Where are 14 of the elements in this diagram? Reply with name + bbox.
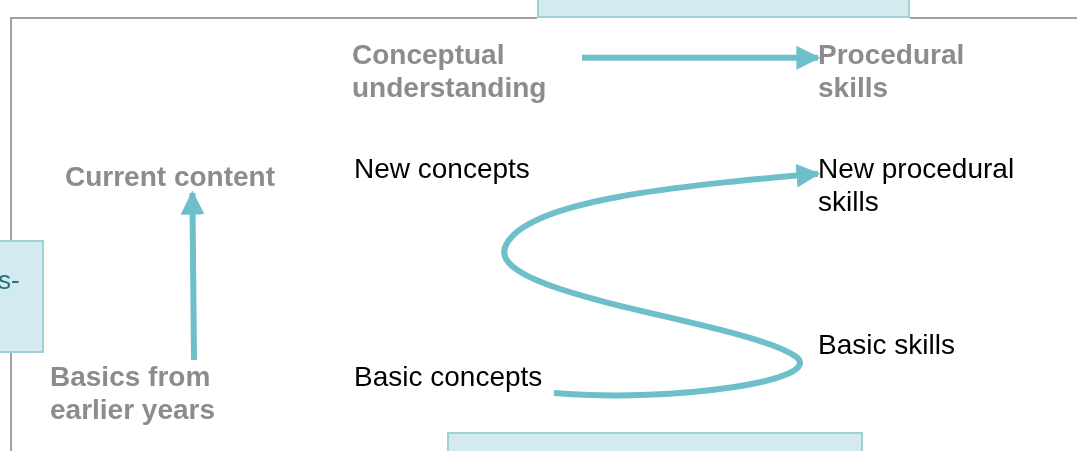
arrow (502, 163, 821, 399)
heading-text: Conceptual understanding (352, 38, 582, 104)
heading-text: Procedural skills (818, 38, 1018, 104)
concept-text: Basic skills (818, 328, 1018, 361)
panel (447, 432, 863, 451)
panel (0, 240, 44, 353)
concept-text: New concepts (354, 152, 584, 185)
concept-text: Basic concepts (354, 360, 569, 393)
heading-text: Basics from earlier years (50, 360, 250, 426)
heading-text: Current content (65, 160, 325, 193)
panel (537, 0, 910, 18)
arrow (180, 190, 205, 361)
arrow (582, 45, 821, 70)
concept-text: New procedural skills (818, 152, 1068, 218)
